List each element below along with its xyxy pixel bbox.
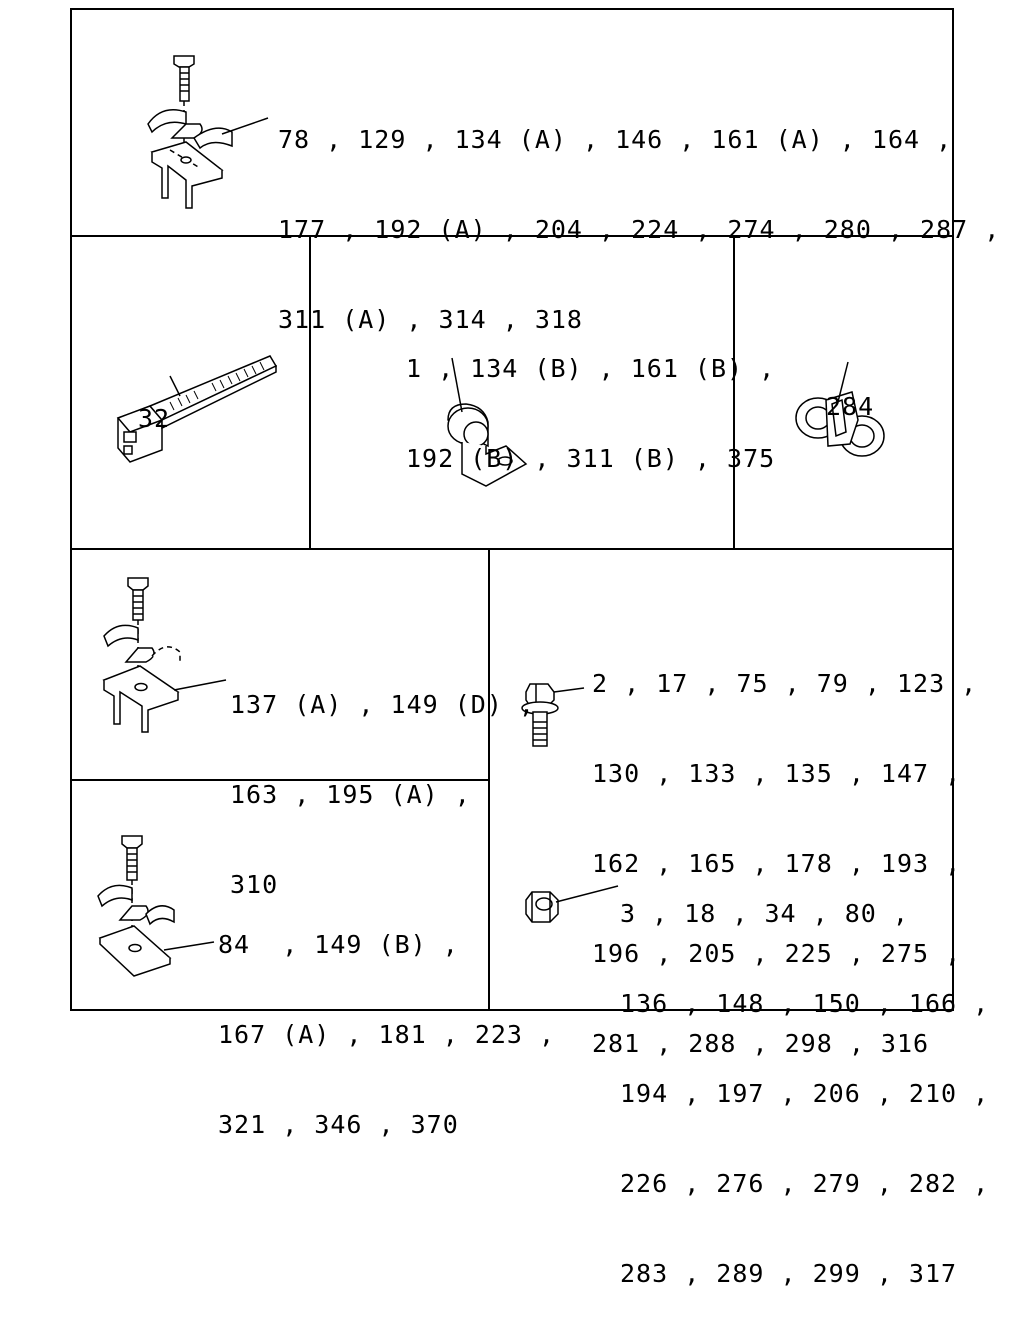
label-cable-tie: 32 [138,344,170,464]
label-line: 136 , 148 , 150 , 166 , [620,989,990,1018]
leader-line [173,679,227,691]
label-line: 32 [138,404,171,433]
label-line: 84 , 149 (B) , [218,930,459,959]
parts-diagram [70,8,954,1011]
label-clip-bracket: 137 (A) , 149 (D) , 163 , 195 (A) , 310 [230,630,535,930]
cable-tie-illustration [116,355,278,463]
label-line: 192 (B) , 311 (B) , 375 [406,444,776,473]
label-line: 137 (A) , 149 (D) , [230,690,535,719]
label-line: 281 , 288 , 298 , 316 [592,1029,930,1058]
label-line: 163 , 195 (A) , [230,780,471,809]
label-line: 284 [826,392,875,421]
label-line: 177 , 192 (A) , 204 , 224 , 274 , 280 , … [278,215,1001,244]
label-line: 78 , 129 , 134 (A) , 146 , 161 (A) , 164… [278,125,953,154]
leader-line [555,885,619,903]
label-line: 226 , 276 , 279 , 282 , [620,1169,990,1198]
leader-line [837,361,849,403]
label-double-clip: 284 [826,332,874,452]
label-line: 130 , 133 , 135 , 147 , [592,759,962,788]
label-line: 2 , 17 , 75 , 79 , 123 , [592,669,978,698]
leader-line [451,357,463,413]
label-line: 311 (A) , 314 , 318 [278,305,583,334]
label-line: 283 , 289 , 299 , 317 [620,1259,958,1288]
label-line: 194 , 197 , 206 , 210 , [620,1079,990,1108]
p-clamp-illustration [447,403,528,487]
leader-line [221,117,269,135]
clip-bracket-illustration [102,577,181,733]
label-clip-bolt-bracket: 78 , 129 , 134 (A) , 146 , 161 (A) , 164… [278,65,1000,365]
label-line: 167 (A) , 181 , 223 , [218,1020,556,1049]
double-clip-illustration [795,391,885,457]
clip-plate-illustration [97,835,175,977]
label-line: 196 , 205 , 225 , 275 , [592,939,962,968]
leader-line [553,687,585,693]
label-line: 321 , 346 , 370 [218,1110,459,1139]
clip-bolt-bracket-illustration [147,55,233,209]
leader-line [163,941,215,951]
label-bolt: 2 , 17 , 75 , 79 , 123 , 130 , 133 , 135… [592,609,977,1089]
label-line: 1 , 134 (B) , 161 (B) , [406,354,776,383]
bolt-illustration [521,683,559,747]
label-line: 162 , 165 , 178 , 193 , [592,849,962,878]
label-p-clamp: 1 , 134 (B) , 161 (B) , 192 (B) , 311 (B… [406,294,775,504]
panel-grid [70,8,954,1011]
nut-illustration [525,891,559,923]
label-line: 3 , 18 , 34 , 80 , [620,899,909,928]
leader-line [169,375,181,397]
label-nut: 3 , 18 , 34 , 80 , 136 , 148 , 150 , 166… [620,839,989,1319]
label-line: 310 [230,870,279,899]
label-clip-plate: 84 , 149 (B) , 167 (A) , 181 , 223 , 321… [218,870,555,1170]
